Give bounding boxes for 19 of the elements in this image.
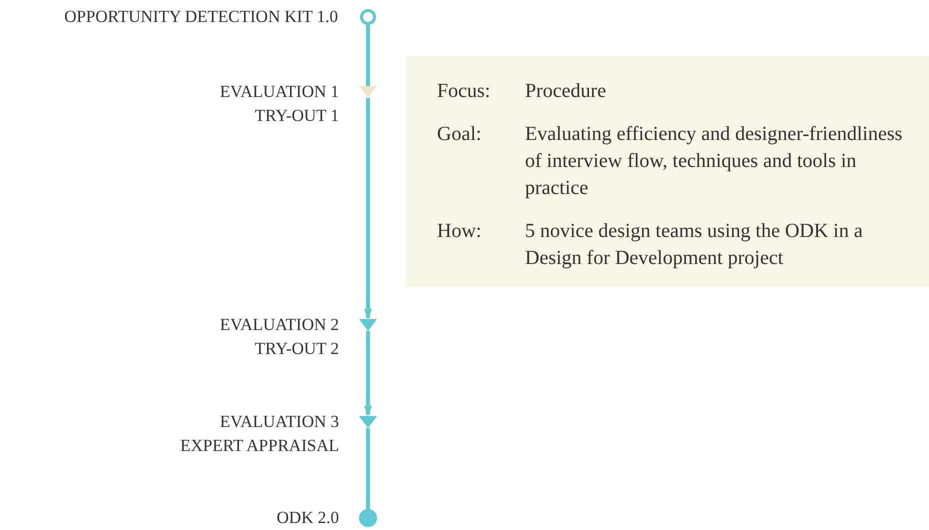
field-label: Goal: [437, 122, 482, 147]
stage-label: OPPORTUNITY DETECTION KIT 1.0 [64, 6, 338, 28]
stage-label: EVALUATION 3 [220, 411, 339, 433]
stage-label: ODK 2.0 [276, 507, 339, 529]
stage-label: TRY-OUT 1 [254, 105, 339, 127]
stage-label: EVALUATION 2 [220, 314, 339, 336]
timeline-line [366, 25, 370, 86]
field-label: How: [437, 219, 482, 244]
field-text: Procedure [525, 79, 608, 104]
timeline-line [366, 428, 370, 509]
timeline-line [364, 331, 372, 416]
info-panel [406, 56, 929, 287]
stage-label: EXPERT APPRAISAL [180, 435, 339, 457]
stage-label: EVALUATION 1 [220, 81, 339, 103]
field-text: Evaluating efficiency and designer-friendliness of interview flow, techniques and tools in practice [525, 122, 904, 201]
timeline-line [364, 98, 372, 319]
stage-label: TRY-OUT 2 [254, 338, 339, 360]
field-label: Focus: [437, 79, 492, 104]
field-text: 5 novice design teams using the ODK in a Design for Development project [525, 219, 864, 271]
